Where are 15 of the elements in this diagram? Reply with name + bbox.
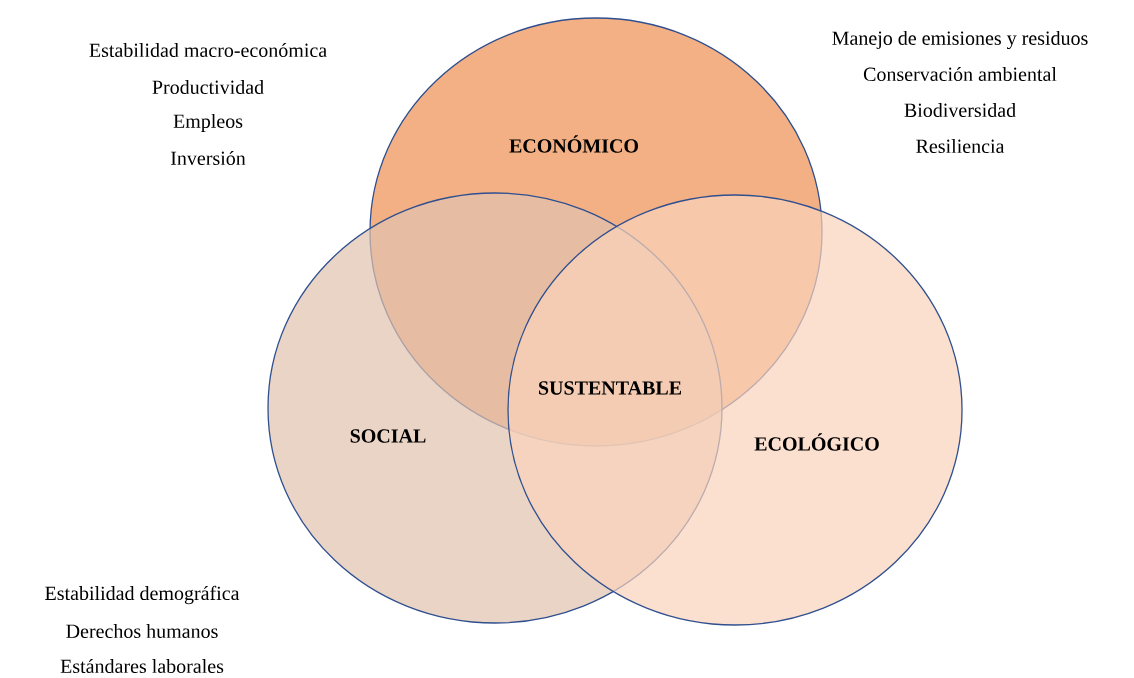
list-item: Estabilidad demográfica bbox=[45, 585, 240, 605]
list-item: Productividad bbox=[152, 79, 264, 94]
circle-label: SOCIAL bbox=[350, 429, 426, 443]
list-item: Inversión bbox=[170, 150, 246, 166]
list-item: Empleos bbox=[173, 113, 243, 133]
circle-label: ECOLÓGICO bbox=[754, 433, 879, 451]
center-label: SUSTENTABLE bbox=[539, 381, 682, 395]
list-item: Resiliencia bbox=[916, 138, 1005, 153]
list-item: Biodiversidad bbox=[904, 102, 1016, 117]
list-item: Manejo de emisiones y residuos bbox=[832, 30, 1088, 50]
circle-label: ECONÓMICO bbox=[509, 135, 638, 153]
list-item: Estabilidad macro-económica bbox=[89, 42, 327, 58]
list-item: Conservación ambiental bbox=[863, 66, 1057, 82]
list-item: Derechos humanos bbox=[66, 623, 218, 639]
list-item: Estándares laborales bbox=[60, 658, 224, 674]
